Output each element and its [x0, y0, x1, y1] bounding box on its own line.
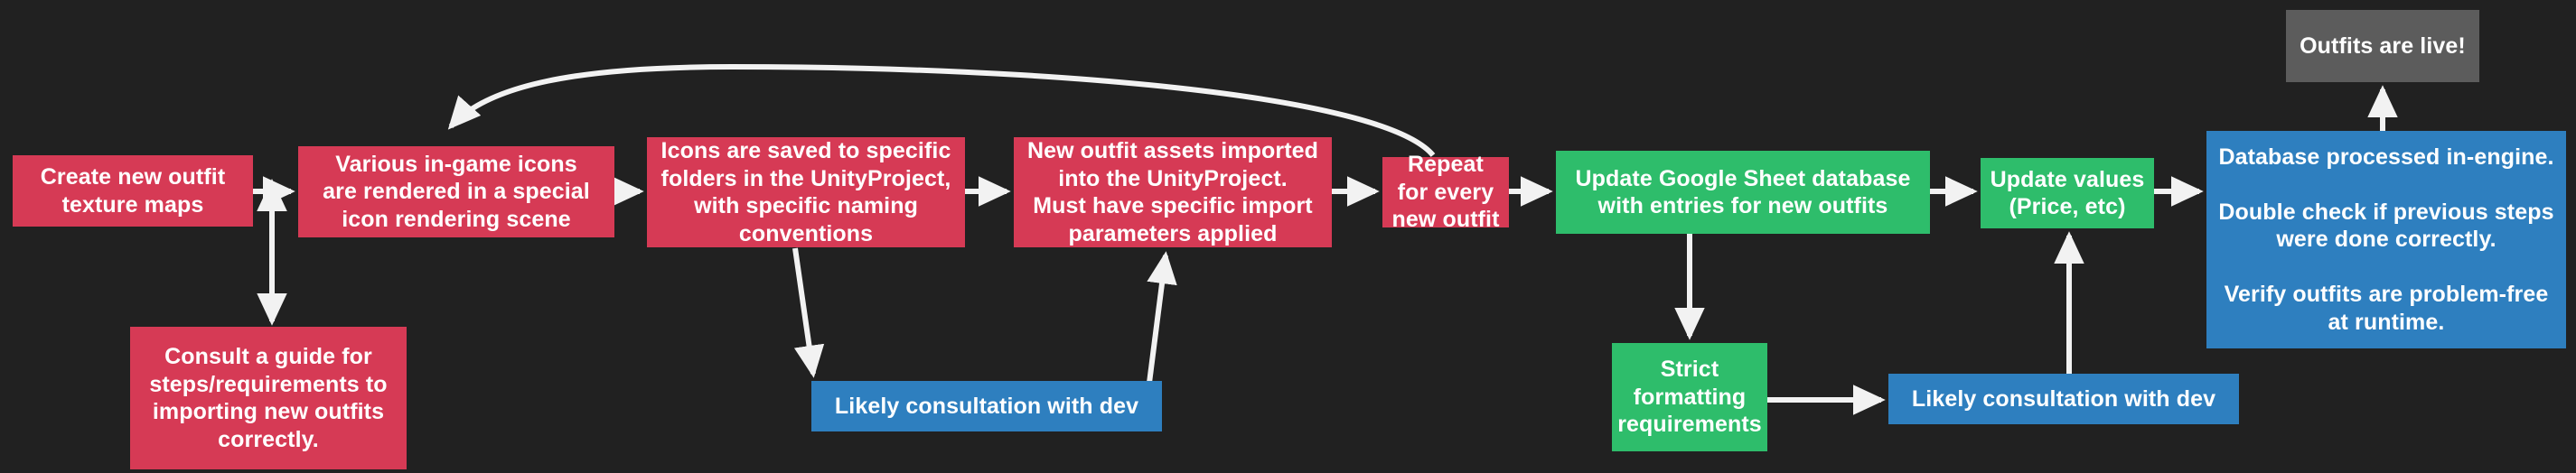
node-update-values[interactable]: Update values (Price, etc): [1981, 158, 2154, 228]
edge-save-to-dev: [792, 247, 825, 378]
node-save-icons[interactable]: Icons are saved to specific folders in t…: [647, 137, 965, 247]
node-update-google-sheet[interactable]: Update Google Sheet database with entrie…: [1556, 151, 1930, 234]
edge-dev-to-import: [1147, 251, 1177, 384]
node-create-texture-maps[interactable]: Create new outfit texture maps: [13, 155, 253, 227]
node-repeat-every-outfit[interactable]: Repeat for every new outfit: [1382, 152, 1509, 232]
node-render-icons[interactable]: Various in-game icons are rendered in a …: [298, 146, 614, 237]
node-consult-guide[interactable]: Consult a guide for steps/requirements t…: [130, 327, 407, 469]
node-import-assets[interactable]: New outfit assets imported into the Unit…: [1014, 137, 1332, 247]
node-database-processed[interactable]: Database processed in-engine. Double che…: [2206, 131, 2566, 348]
node-outfits-are-live[interactable]: Outfits are live!: [2286, 10, 2479, 82]
node-dev-consult-icons[interactable]: Likely consultation with dev: [811, 381, 1162, 431]
node-strict-formatting[interactable]: Strict formatting requirements: [1612, 343, 1767, 451]
node-dev-consult-sheet[interactable]: Likely consultation with dev: [1888, 374, 2239, 424]
